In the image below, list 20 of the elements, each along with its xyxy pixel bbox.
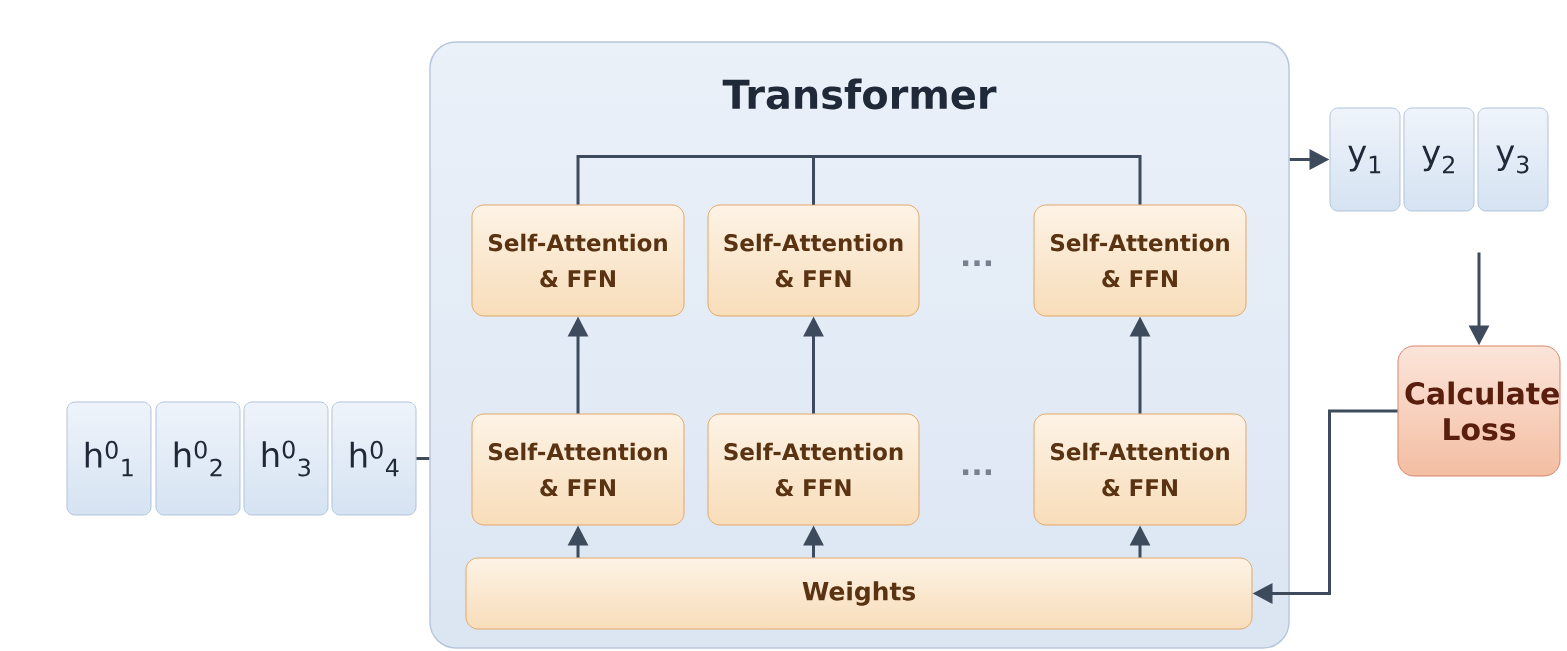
connector-line (576, 155, 815, 205)
token-box: y$_{3}$ (1477, 107, 1549, 212)
token-box: y$_{2}$ (1403, 107, 1475, 212)
token-box: h$^{0}$4 (331, 401, 417, 516)
weights-bar: Weights (465, 557, 1253, 630)
layer-box: Self-Attention & FFN (707, 413, 920, 526)
token-box: y$_{1}$ (1329, 107, 1401, 212)
layer-box: Self-Attention & FFN (707, 204, 920, 317)
layer-box: Self-Attention & FFN (1033, 204, 1247, 317)
token-box: h$^{0}$2 (155, 401, 241, 516)
layer-box: Self-Attention & FFN (1033, 413, 1247, 526)
layer-box: Self-Attention & FFN (471, 413, 685, 526)
ellipsis: ··· (963, 260, 991, 267)
token-box: h$^{0}$1 (66, 401, 152, 516)
loss-box: Calculate Loss (1397, 345, 1561, 477)
layer-box: Self-Attention & FFN (471, 204, 685, 317)
token-box: h$^{0}$3 (243, 401, 329, 516)
ellipsis: ··· (963, 469, 991, 476)
connector-line (812, 155, 1142, 205)
connector-line (416, 457, 430, 460)
